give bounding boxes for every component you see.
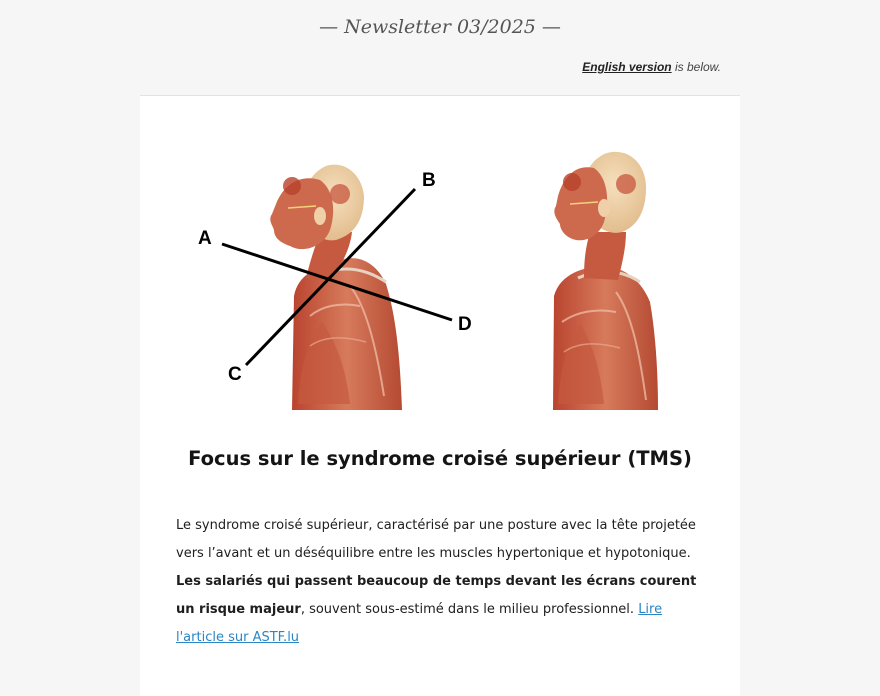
article-body: Le syndrome croisé supérieur, caractéris… — [176, 512, 706, 652]
language-note-suffix: is below. — [674, 60, 721, 74]
right-anatomy-figure — [553, 151, 658, 410]
line-c-b — [244, 187, 417, 367]
posture-illustration: A B C D — [198, 151, 658, 410]
label-c: C — [228, 364, 242, 385]
article-paragraph-intro: Le syndrome croisé supérieur, caractéris… — [176, 518, 696, 561]
label-a: A — [198, 228, 212, 249]
label-d: D — [458, 314, 472, 335]
article-card: A B C D Focus sur le syndrome croisé sup… — [140, 95, 740, 696]
english-version-link[interactable]: English version — [582, 60, 672, 74]
article-paragraph-rest: , souvent sous-estimé dans le milieu pro… — [300, 602, 639, 617]
label-b: B — [422, 170, 436, 191]
article-headline: Focus sur le syndrome croisé supérieur (… — [188, 447, 692, 470]
newsletter-page: — Newsletter 03/2025 — English version i… — [140, 16, 740, 645]
line-a-d — [221, 242, 453, 322]
language-note: English version is below. — [582, 60, 721, 74]
article-bold-statement: Les salariés qui passent beaucoup de tem… — [176, 574, 697, 617]
newsletter-title: — Newsletter 03/2025 — — [319, 16, 561, 38]
left-anatomy-figure — [270, 164, 402, 410]
read-article-link[interactable]: Lire l'article sur ASTF.lu — [176, 602, 663, 645]
